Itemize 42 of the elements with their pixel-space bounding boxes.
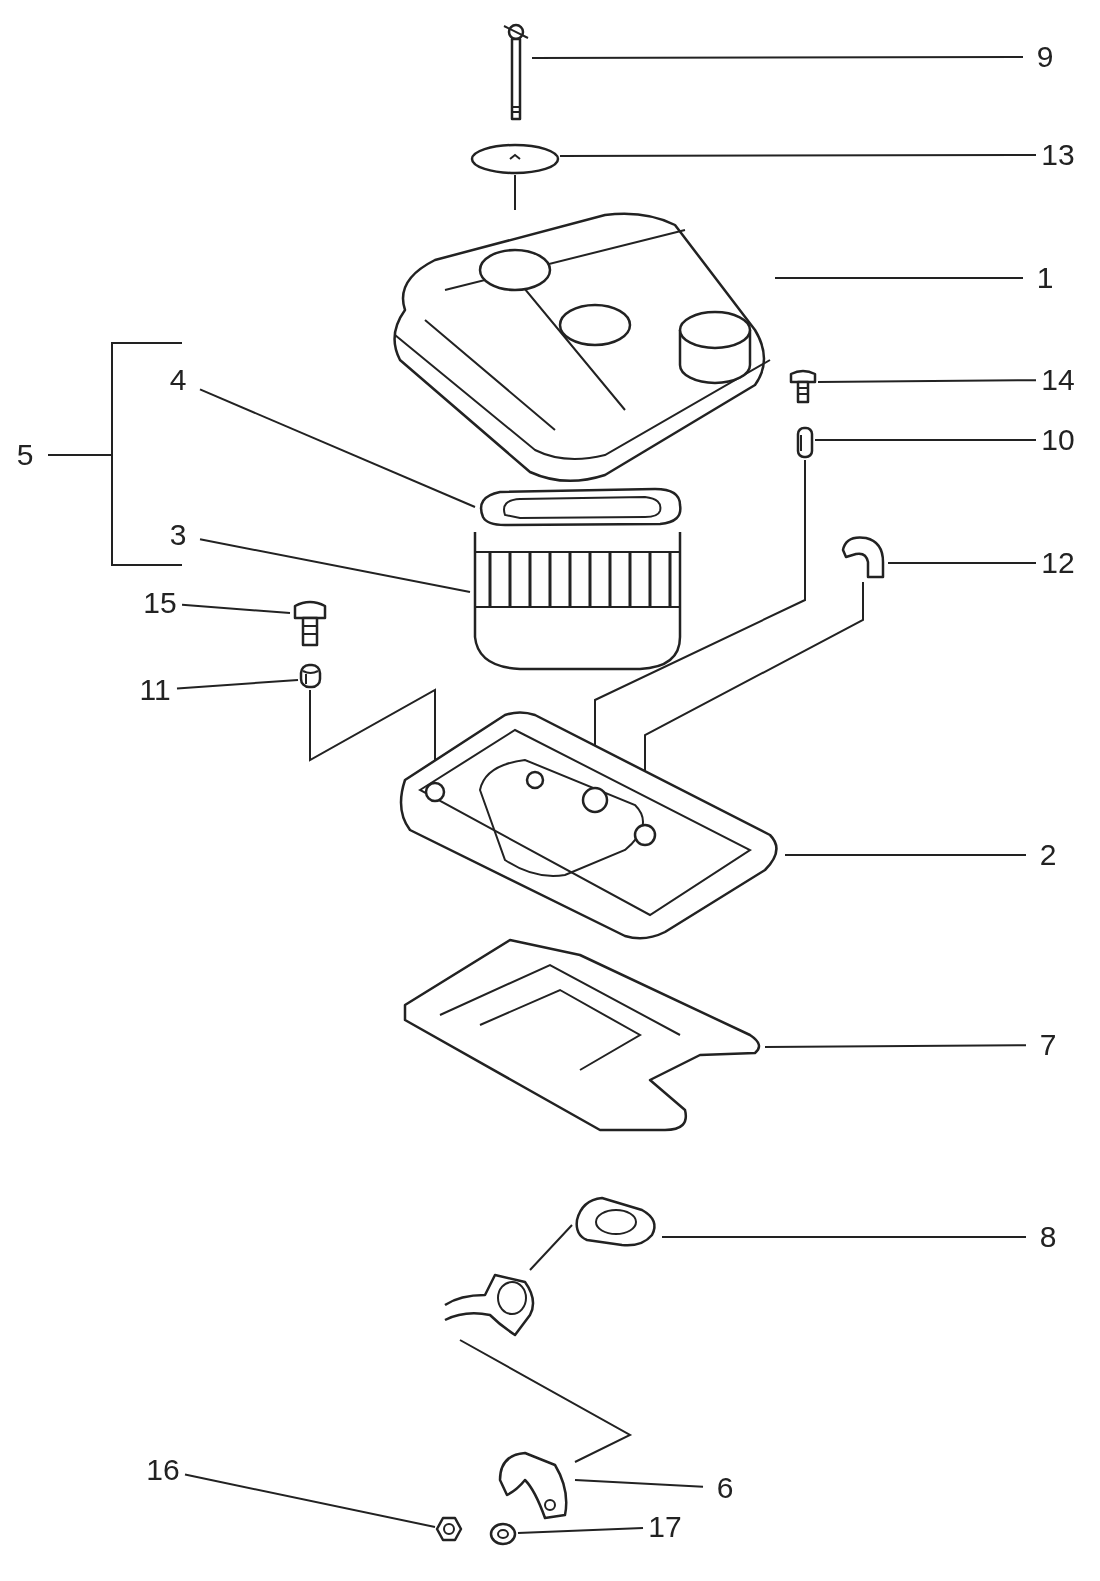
washer-drawing [470, 143, 560, 175]
leader-line [817, 379, 1037, 383]
callout-number: 8 [1026, 1220, 1070, 1254]
callout-number: 9 [1023, 40, 1067, 74]
callout-number: 2 [1026, 838, 1070, 872]
callout-number: 13 [1036, 138, 1080, 172]
assembly-line [529, 1224, 573, 1271]
leader-line [199, 388, 476, 508]
leader-line [199, 538, 471, 593]
callout-number: 17 [643, 1510, 687, 1544]
leader-line [814, 439, 1037, 441]
leader-line [176, 679, 299, 690]
callout-number: 10 [1036, 423, 1080, 457]
leader-line [574, 1479, 704, 1488]
callout-number: 5 [15, 438, 35, 472]
leader-line [764, 1044, 1027, 1048]
callout-number: 15 [138, 586, 182, 620]
leader-line [661, 1236, 1027, 1238]
nut-drawing [435, 1515, 463, 1543]
collar-drawing [795, 425, 815, 460]
leader-line [887, 562, 1037, 564]
leader-line [517, 1526, 644, 1534]
leader-line [184, 1473, 436, 1528]
leader-line [559, 154, 1037, 157]
callout-number: 11 [133, 673, 177, 707]
screw-drawing [788, 370, 818, 405]
callout-number: 4 [156, 363, 200, 397]
callout-number: 16 [141, 1453, 185, 1487]
callout-number: 1 [1023, 261, 1067, 295]
callout-number: 6 [703, 1471, 747, 1505]
leader-line [181, 603, 291, 614]
assembly-line [514, 174, 516, 211]
callout-number: 7 [1026, 1028, 1070, 1062]
leader-line [774, 277, 1024, 279]
callout-number: 3 [156, 518, 200, 552]
washer-drawing [488, 1522, 518, 1547]
callout-number: 14 [1036, 363, 1080, 397]
leader-line [784, 854, 1027, 856]
leader-line [531, 56, 1024, 59]
assembly-line [459, 1339, 633, 1463]
callout-number: 12 [1036, 546, 1080, 580]
collar-drawing [298, 662, 323, 690]
